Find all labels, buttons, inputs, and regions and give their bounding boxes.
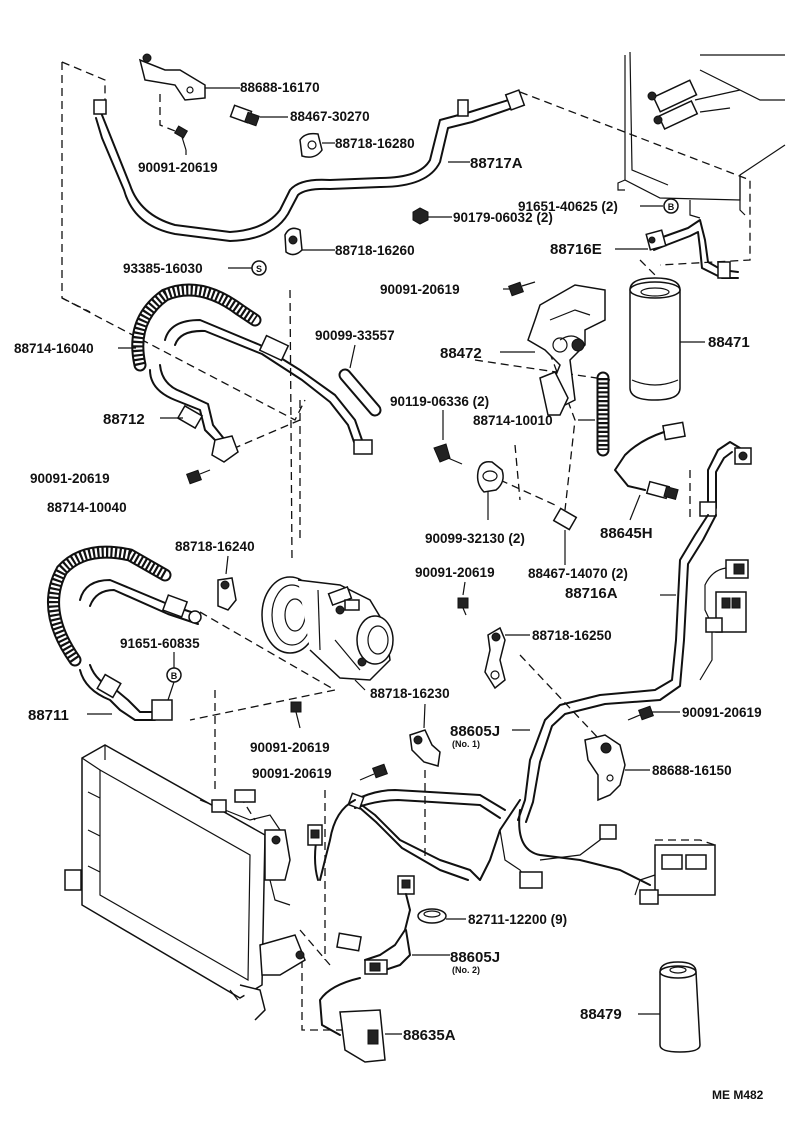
corrugated-hose-88714-10010 [578,371,610,457]
label-88472: 88472 [440,345,482,362]
label-88605j-no1: 88605J [450,723,500,740]
marker-s-text: S [256,264,262,274]
hose-90099-33557 [338,344,382,417]
label-88605j-no2: 88605J [450,949,500,966]
liquid-tube-88716a [517,441,752,823]
hose-end-nut [504,89,526,111]
label-90091-20619-left: 90091-20619 [30,471,110,486]
label-91651-40625: 91651-40625 (2) [518,199,618,214]
bolt-top-left [173,125,189,155]
bolt-upper-middle [503,281,536,297]
lower-tube-assembly [307,789,716,905]
bolt-left-middle [186,469,211,485]
hose-clamp [457,99,469,117]
valve-88467-14070 [552,507,578,565]
label-82711-12200: 82711-12200 (9) [468,912,567,927]
label-88712: 88712 [103,411,145,428]
suction-hose-88712 [118,283,373,463]
connector-right-upper [699,559,749,681]
bracket-88688-16170 [138,53,240,101]
label-93385-16030: 93385-16030 [123,261,203,276]
label-88605j-no2-sub: (No. 2) [452,965,480,975]
relay-block [654,844,716,896]
hose-88711 [47,545,202,721]
label-88714-10010: 88714-10010 [473,413,553,428]
label-88635a: 88635A [403,1027,456,1044]
label-91651-60835: 91651-60835 [120,636,200,651]
bolt-center-right [457,581,469,616]
label-88718-16280: 88718-16280 [335,136,415,151]
label-88467-30270: 88467-30270 [290,109,370,124]
label-90119-06336: 90119-06336 (2) [390,394,489,409]
label-90091-20619-top: 90091-20619 [138,160,218,175]
nut-90179-06032 [412,207,452,225]
liquid-tube-88716e [615,219,739,279]
label-90091-20619-lower-left: 90091-20619 [250,740,330,755]
clamp-88718-16280 [299,132,335,158]
label-90091-20619-right: 90091-20619 [682,705,762,720]
label-90091-20619-lower-middle: 90091-20619 [252,766,332,781]
clamp-88718-16240 [217,555,237,611]
label-88605j-no1-sub: (No. 1) [452,739,480,749]
clamp-88718-16250 [484,626,530,690]
bolt-lower-left [290,701,302,729]
label-88718-16240: 88718-16240 [175,539,255,554]
label-88717a: 88717A [470,155,523,172]
bolt-right [627,705,680,721]
receiver-dryer-88471 [629,277,705,401]
label-88688-16170: 88688-16170 [240,80,320,95]
label-88716a: 88716A [565,585,618,602]
grommet-90099-32130 [476,460,504,520]
clamp-88718-16230 [409,703,441,767]
label-88718-16250: 88718-16250 [532,628,612,643]
label-88645h: 88645H [600,525,653,542]
clamp-band-82711-12200 [417,908,466,924]
label-88471: 88471 [708,334,750,351]
drawing-code: ME M482 [712,1088,764,1102]
label-90091-20619-center: 90091-20619 [415,565,495,580]
label-90091-20619-upper: 90091-20619 [380,282,460,297]
condenser-88460 [64,744,306,1021]
clamp-88718-16260 [284,227,335,256]
label-88688-16150: 88688-16150 [652,763,732,778]
bracket-88688-16150 [584,734,650,802]
bracket-88472 [500,284,606,416]
label-90099-33557: 90099-33557 [315,328,395,343]
label-88711: 88711 [28,707,69,724]
hose-end-fitting [93,99,107,115]
bolt-lower-middle [359,763,388,781]
label-88467-14070: 88467-14070 (2) [528,566,628,581]
marker-b-top [663,198,679,214]
pressure-switch-88645h [614,421,686,521]
label-88718-16260: 88718-16260 [335,243,415,258]
marker-s [251,260,267,276]
compressor-assembly [261,576,394,691]
part-88479 [638,961,701,1053]
label-88718-16230: 88718-16230 [370,686,450,701]
label-90099-32130: 90099-32130 (2) [425,531,525,546]
label-90179-06032: 90179-06032 (2) [453,210,553,225]
switch-88467-30270 [229,104,288,127]
label-88716e: 88716E [550,241,602,258]
harness-88605j-no2 [319,875,450,1063]
discharge-hose-88717a [93,89,526,242]
label-88479: 88479 [580,1006,622,1023]
evaporator-unit-outline [617,51,786,219]
marker-b-top-text: B [668,202,675,212]
label-88714-16040: 88714-16040 [14,341,94,356]
label-88714-10040: 88714-10040 [47,500,127,515]
bolt-90119-06336 [433,410,463,465]
marker-b-bottom-text: B [171,671,178,681]
